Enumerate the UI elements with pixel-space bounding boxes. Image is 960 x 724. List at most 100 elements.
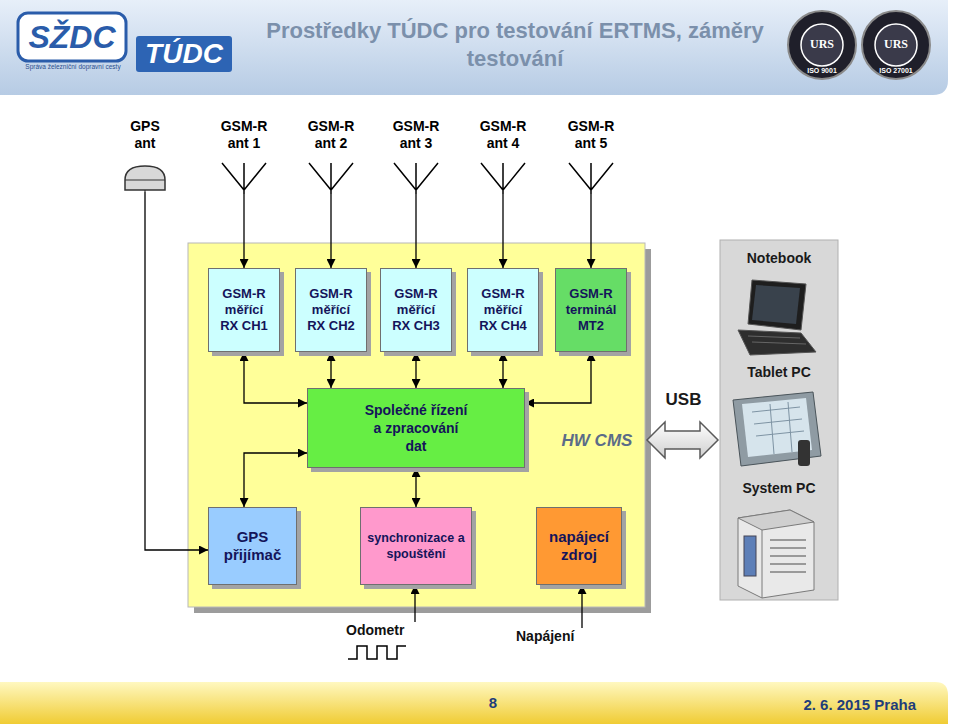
device-name: Notebook (720, 250, 838, 267)
connector (145, 192, 208, 550)
antenna-symbol (309, 163, 353, 194)
node-text: GSM-R měřící RX CH3 (389, 286, 443, 334)
connector (414, 585, 415, 622)
device-name: System PC (720, 480, 838, 497)
badge-text: ISO 9001 (792, 67, 852, 75)
system-pc-edge (762, 530, 763, 598)
node-text: Odometr (346, 622, 420, 639)
node-text: GSM-R ant 4 (473, 118, 533, 152)
signal-input: Odometr (340, 622, 420, 662)
antenna-symbol (394, 163, 438, 194)
connector (581, 585, 582, 628)
node-text: GPS přijímač (215, 528, 290, 564)
logo-subtitle: Správa železniční dopravní cesty (10, 63, 136, 71)
system-pc-card (744, 536, 756, 576)
process-box: GPS přijímač (208, 507, 297, 585)
node-text: GPS ant (120, 118, 170, 152)
node-text: GSM-R měřící RX CH4 (476, 286, 530, 334)
tablet-screen-grid (752, 402, 804, 454)
antenna-symbol (222, 163, 266, 194)
housing-name: HW CMS (557, 431, 637, 451)
iso-badge (788, 11, 856, 79)
connector (502, 194, 503, 268)
logo-frame (18, 13, 126, 61)
logo-plate (136, 36, 232, 72)
node-text: GSM-R měřící RX CH1 (217, 286, 271, 334)
signal-input: Napájení (512, 628, 588, 658)
process-box: GSM-R měřící RX CH3 (380, 268, 452, 352)
connector (330, 194, 331, 268)
system-pc-top (738, 510, 814, 530)
tablet-body (733, 392, 821, 466)
logo-text: SŽDC (18, 13, 126, 61)
gps-antenna-symbol (125, 180, 165, 192)
process-box: synchronizace a spouštění (360, 507, 472, 585)
node-text: napájecí zdroj (543, 528, 615, 564)
process-box: GSM-R měřící RX CH2 (295, 268, 367, 352)
system-pc-case (738, 510, 814, 598)
pulse-signal-symbol (348, 646, 406, 659)
slide-title: Prostředky TÚDC pro testování ERTMS, zám… (225, 17, 805, 73)
node-text: Napájení (516, 628, 588, 645)
connector (415, 352, 416, 388)
antenna-node: GSM-R ant 5 (561, 118, 621, 194)
system-pc-grill (770, 540, 806, 572)
computer-panel (720, 240, 838, 600)
date-place: 2. 6. 2015 Praha (760, 696, 916, 714)
connector (244, 352, 307, 403)
process-box: GSM-R terminál MT2 (555, 268, 627, 352)
connector (415, 194, 416, 268)
process-box: GSM-R měřící RX CH1 (208, 268, 280, 352)
notebook-base (738, 330, 816, 355)
edge-label: USB (654, 390, 714, 410)
node-text: GSM-R terminál MT2 (564, 286, 618, 334)
notebook-display (752, 285, 800, 324)
unit-frame: NotebookTablet PC System PC (720, 240, 838, 600)
usb-double-arrow (647, 422, 718, 458)
badge-text: URS (876, 37, 916, 51)
antenna-node: GSM-R ant 2 (301, 118, 361, 194)
device-name: Tablet PC (720, 364, 838, 381)
antenna-node: GSM-R ant 4 (473, 118, 533, 194)
badge-text: URS (802, 37, 842, 51)
antenna-node: GPS ant (120, 118, 170, 192)
iso-badge-ring (875, 24, 917, 66)
antenna-node: GSM-R ant 1 (214, 118, 274, 194)
node-text: GSM-R ant 3 (386, 118, 446, 152)
antenna-symbol (569, 163, 613, 194)
node-text: synchronizace a spouštění (365, 530, 467, 562)
connector (243, 194, 244, 268)
notebook-keys (748, 336, 806, 344)
gps-antenna-symbol (125, 166, 165, 190)
badge-text: ISO 27001 (866, 67, 926, 75)
page-number: 8 (480, 694, 506, 712)
connector (590, 194, 591, 268)
header-band (0, 0, 948, 95)
node-text: GSM-R ant 5 (561, 118, 621, 152)
connector (525, 352, 591, 403)
logo-text: TÚDC (136, 36, 232, 72)
antenna-node: GSM-R ant 3 (386, 118, 446, 194)
node-text: GSM-R ant 2 (301, 118, 361, 152)
connector (502, 352, 503, 388)
antenna-symbol (481, 163, 525, 194)
unit-frame: HW CMS GSM-R měřící RX CH1 GSM-R měřící RX… (188, 243, 645, 607)
footer-band (0, 682, 948, 724)
connector (415, 468, 416, 507)
node-text: GSM-R měřící RX CH2 (304, 286, 358, 334)
process-box: napájecí zdroj (536, 507, 622, 585)
iso-badge (862, 11, 930, 79)
tablet-stylus-device (798, 440, 810, 466)
node-text: Společné řízení a zpracování dat (362, 401, 470, 455)
notebook-screen (748, 280, 806, 330)
node-text: GSM-R ant 1 (214, 118, 274, 152)
housing (188, 243, 645, 607)
connector (330, 352, 331, 388)
process-box: GSM-R měřící RX CH4 (467, 268, 539, 352)
connector (244, 453, 307, 507)
process-box: Společné řízení a zpracování dat (307, 388, 525, 468)
iso-badge-ring (801, 24, 843, 66)
